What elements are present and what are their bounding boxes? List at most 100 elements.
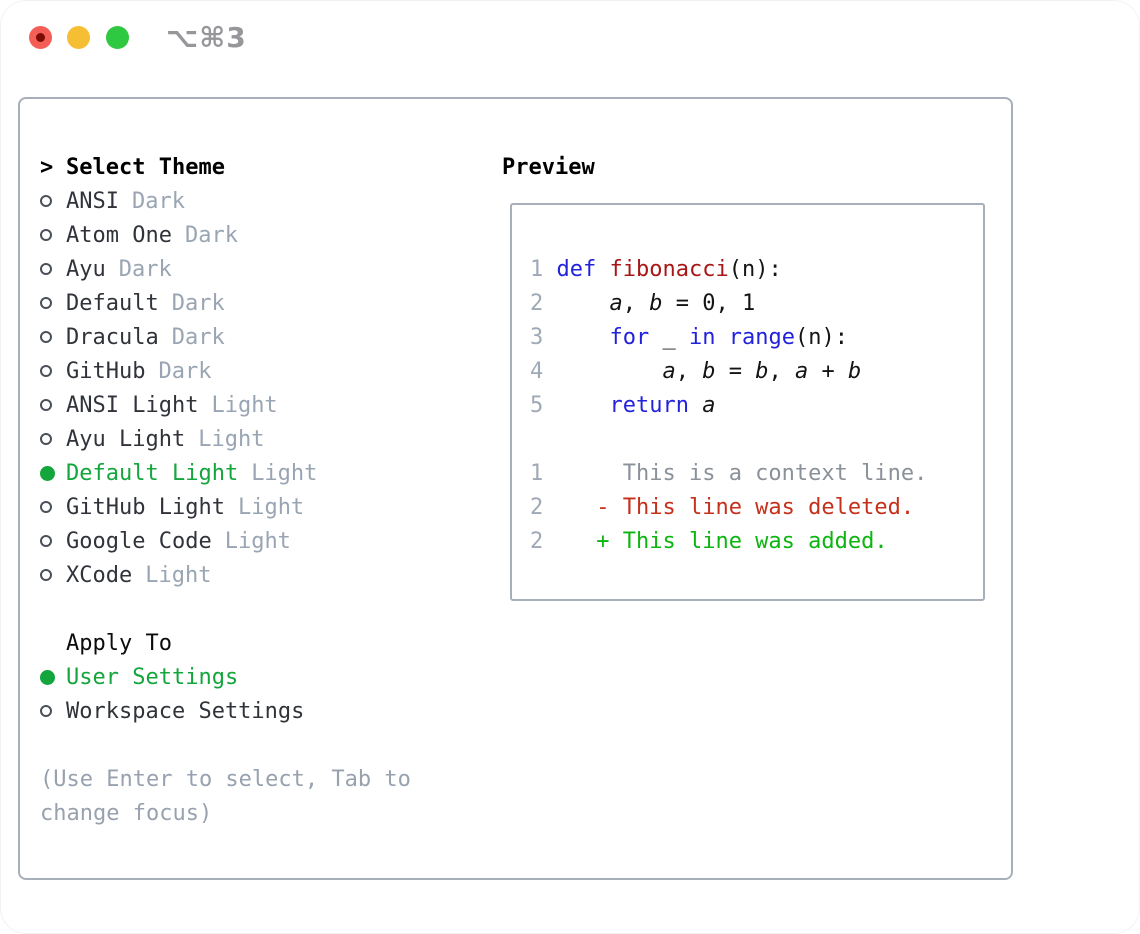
diff-text: This is a context line. (622, 461, 928, 486)
code-line: 4 a, b = b, a + b (530, 359, 862, 384)
radio-icon (40, 569, 52, 581)
theme-variant-label: Light (224, 528, 291, 554)
theme-option-label: Google Code (66, 528, 212, 554)
radio-icon (40, 229, 52, 241)
select-theme-header: > Select Theme (40, 150, 411, 184)
minimize-button[interactable] (67, 26, 90, 49)
diff-line: 2 - This line was deleted. (530, 491, 983, 525)
theme-option-label: Default (66, 290, 159, 316)
diff-text: This line was deleted. (622, 495, 915, 520)
diff-line: 2 + This line was added. (530, 525, 983, 559)
theme-option-label: XCode (66, 562, 133, 588)
code-line: 5 return a (530, 393, 716, 418)
code-preview: 1 def fibonacci(n): 2 a, b = 0, 1 3 for _ … (530, 253, 983, 559)
theme-option-label: ANSI (66, 188, 119, 214)
apply-to-header: Apply To (40, 626, 411, 660)
radio-selected-icon (40, 465, 55, 481)
theme-option-label: GitHub (66, 358, 146, 384)
radio-icon (40, 399, 52, 411)
theme-option-label: ANSI Light (66, 392, 199, 418)
theme-variant-label: Dark (184, 222, 238, 248)
theme-option[interactable]: Default Dark (40, 286, 411, 320)
code-line: 3 for _ in range(n): (530, 325, 848, 350)
radio-icon (40, 501, 52, 513)
maximize-button[interactable] (106, 26, 129, 49)
theme-option[interactable]: Google Code Light (40, 524, 411, 558)
theme-option[interactable]: Dracula Dark (40, 320, 411, 354)
radio-icon (40, 195, 52, 207)
preview-column: Preview 1 def fibonacci(n): 2 a, b = 0, 1… (502, 150, 985, 601)
code-line: 2 a, b = 0, 1 (530, 291, 756, 316)
blank-line (530, 423, 983, 457)
radio-icon (40, 297, 52, 309)
theme-variant-label: Light (211, 392, 278, 418)
apply-option[interactable]: User Settings (40, 660, 411, 694)
close-button[interactable] (29, 26, 52, 49)
close-focus-dot-icon (36, 33, 45, 42)
theme-option[interactable]: XCode Light (40, 558, 411, 592)
theme-option[interactable]: Default Light Light (40, 456, 411, 490)
window-shortcut-label: ⌥⌘3 (166, 21, 247, 54)
line-number: 2 (530, 495, 544, 520)
theme-variant-label: Light (198, 426, 265, 452)
spacer-row (40, 592, 411, 626)
theme-variant-label: Dark (171, 290, 225, 316)
line-number: 5 (530, 393, 557, 418)
apply-to-title: Apply To (66, 630, 172, 656)
diff-line: 1 This is a context line. (530, 457, 983, 491)
theme-variant-label: Dark (118, 256, 172, 282)
diff-marker-icon (596, 461, 609, 486)
spacer-row (40, 728, 411, 762)
preview-box: 1 def fibonacci(n): 2 a, b = 0, 1 3 for _ … (510, 203, 985, 601)
diff-text: This line was added. (622, 529, 888, 554)
theme-option[interactable]: ANSI Light Light (40, 388, 411, 422)
theme-option[interactable]: Atom One Dark (40, 218, 411, 252)
theme-variant-label: Light (145, 562, 212, 588)
radio-icon (40, 433, 52, 445)
line-number: 2 (530, 291, 557, 316)
theme-option-label: Default Light (66, 460, 239, 486)
prompt-caret-icon: > (40, 154, 54, 180)
line-number: 4 (530, 359, 557, 384)
theme-option-label: GitHub Light (66, 494, 225, 520)
theme-option-label: Ayu Light (66, 426, 186, 452)
theme-variant-label: Light (237, 494, 305, 520)
theme-option[interactable]: Ayu Light Light (40, 422, 411, 456)
theme-option[interactable]: Ayu Dark (40, 252, 411, 286)
preview-header: Preview (502, 150, 985, 184)
line-number: 2 (530, 529, 544, 554)
radio-selected-icon (40, 669, 55, 685)
theme-option-label: Ayu (66, 256, 106, 282)
diff-marker-icon: - (596, 495, 610, 520)
hint-line: change focus) (40, 800, 213, 826)
hint-line: (Use Enter to select, Tab to (40, 766, 411, 792)
apply-option[interactable]: Workspace Settings (40, 694, 411, 728)
theme-variant-label: Dark (171, 324, 225, 350)
theme-variant-label: Dark (131, 188, 185, 214)
theme-option[interactable]: ANSI Dark (40, 184, 411, 218)
theme-variant-label: Light (251, 460, 318, 486)
theme-variant-label: Dark (158, 358, 212, 384)
apply-option-label: User Settings (66, 664, 239, 690)
theme-option-label: Dracula (66, 324, 159, 350)
theme-option[interactable]: GitHub Light Light (40, 490, 411, 524)
line-number: 3 (530, 325, 557, 350)
line-number: 1 (530, 461, 544, 486)
theme-option-label: Atom One (66, 222, 172, 248)
titlebar: ⌥⌘3 (0, 0, 1140, 74)
radio-icon (40, 331, 52, 343)
radio-icon (40, 705, 52, 717)
diff-marker-icon: + (596, 529, 610, 554)
hint-text: (Use Enter to select, Tab to change focus… (40, 762, 411, 830)
code-line: 1 def fibonacci(n): (530, 257, 782, 282)
theme-option[interactable]: GitHub Dark (40, 354, 411, 388)
radio-icon (40, 263, 52, 275)
apply-option-label: Workspace Settings (66, 698, 305, 724)
radio-icon (40, 365, 52, 377)
select-theme-title: Select Theme (66, 154, 225, 180)
